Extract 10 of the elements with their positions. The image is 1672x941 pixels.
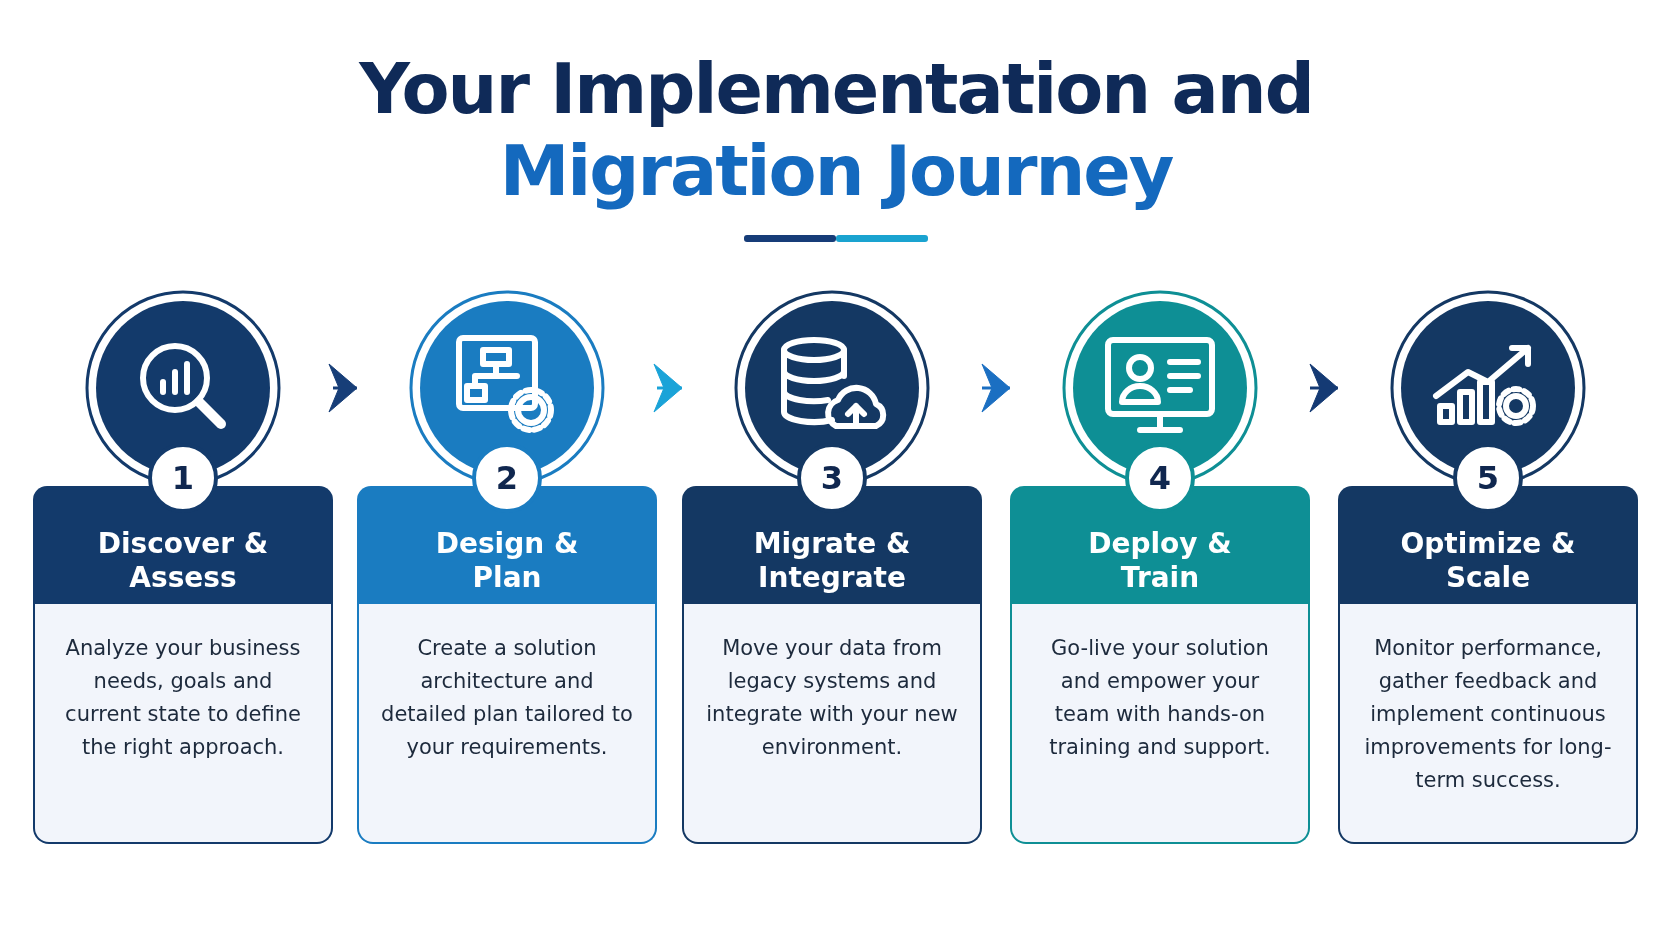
chevron-arrow [328, 363, 358, 413]
chevron-arrow [1309, 363, 1339, 413]
step-description: Move your data from legacy systems and integrate with your new environment. [682, 604, 982, 844]
step-description: Analyze your business needs, goals and current state to define the right approach. [33, 604, 333, 844]
chevron-arrow [981, 363, 1011, 413]
step-description: Monitor performance, gather feedback and implement continuous improvements for long-term success. [1338, 604, 1638, 844]
title: Your Implementation and Migration Journey [358, 48, 1314, 212]
step-description: Create a solution architecture and detailed plan tailored to your requirements. [357, 604, 657, 844]
step-description: Go-live your solution and empower your team with hands-on training and support. [1010, 604, 1310, 844]
chevron-arrow [653, 363, 683, 413]
